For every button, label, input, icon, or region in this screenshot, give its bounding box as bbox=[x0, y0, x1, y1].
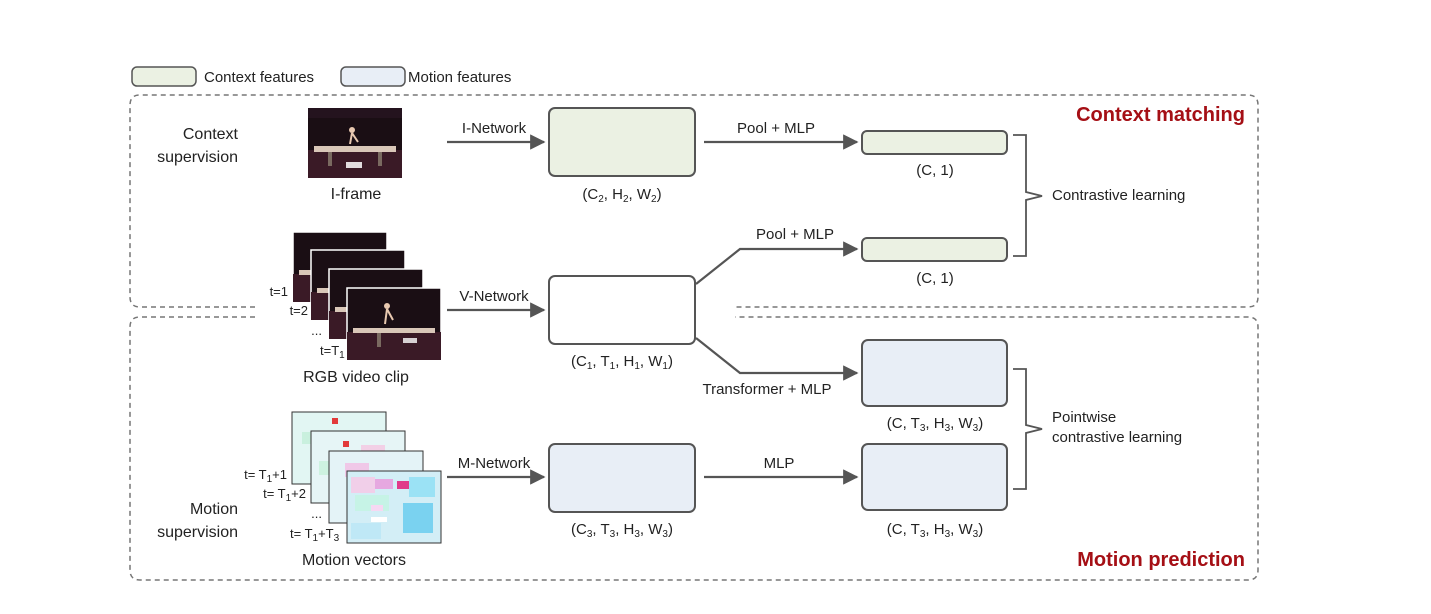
motion-prediction-dims: (C, T3, H3, W3) bbox=[887, 415, 983, 434]
context-matching-title: Context matching bbox=[1076, 104, 1245, 126]
rgb-video-clip-label: RGB video clip bbox=[303, 369, 409, 386]
i-network-label: I-Network bbox=[462, 120, 527, 137]
pool-mlp-mid-arrow bbox=[695, 241, 859, 285]
context-embedding-box-2 bbox=[861, 237, 1008, 262]
mv-t2-label: t= T1+2 bbox=[263, 486, 306, 504]
mv-t3-label: t= T1+T3 bbox=[290, 526, 340, 544]
legend-context-label: Context features bbox=[204, 69, 314, 86]
v-feature-dims: (C1, T1, H1, W1) bbox=[571, 353, 673, 372]
mv-t1-label: t= T1+1 bbox=[244, 467, 287, 485]
legend: Context features Motion features bbox=[131, 66, 511, 87]
m-network-label: M-Network bbox=[458, 455, 531, 472]
pointwise-brace bbox=[1013, 368, 1043, 490]
pool-mlp-top-label: Pool + MLP bbox=[737, 120, 815, 137]
rgb-t2-label: t=2 bbox=[290, 303, 308, 318]
contrastive-learning-label: Contrastive learning bbox=[1052, 187, 1185, 204]
m-feature-box bbox=[548, 443, 696, 513]
i-feature-dims: (C2, H2, W2) bbox=[582, 186, 661, 205]
v-network-label: V-Network bbox=[459, 288, 529, 305]
context-supervision-label-line2: supervision bbox=[157, 149, 238, 166]
rgb-t1-label: t=1 bbox=[270, 284, 288, 299]
motion-supervision-label-line1: Motion bbox=[190, 501, 238, 518]
context-embedding-box-1 bbox=[861, 130, 1008, 155]
rgb-tT1-label: t=T1 bbox=[320, 343, 345, 361]
transformer-mlp-label: Transformer + MLP bbox=[702, 381, 831, 398]
motion-prediction-title: Motion prediction bbox=[1077, 549, 1245, 571]
motion-target-dims: (C, T3, H3, W3) bbox=[887, 521, 983, 540]
transformer-mlp-arrow bbox=[695, 337, 859, 381]
motion-vectors-label: Motion vectors bbox=[302, 552, 406, 569]
mv-dots-label: ... bbox=[311, 506, 322, 521]
m-feature-dims: (C3, T3, H3, W3) bbox=[571, 521, 673, 540]
rgb-frame-4 bbox=[346, 287, 442, 361]
v-feature-box bbox=[548, 275, 696, 345]
legend-context-swatch bbox=[131, 66, 197, 87]
motion-vectors-stack bbox=[291, 411, 442, 544]
legend-motion-label: Motion features bbox=[408, 69, 511, 86]
mlp-label: MLP bbox=[764, 455, 795, 472]
context-embedding-dims-2: (C, 1) bbox=[916, 270, 954, 287]
legend-motion-swatch bbox=[340, 66, 406, 87]
pointwise-label-line1: Pointwise bbox=[1052, 409, 1116, 426]
context-embedding-dims-1: (C, 1) bbox=[916, 162, 954, 179]
context-supervision-label-line1: Context bbox=[183, 126, 239, 143]
pool-mlp-mid-label: Pool + MLP bbox=[756, 226, 834, 243]
motion-prediction-box bbox=[861, 339, 1008, 407]
rgb-dots-label: ... bbox=[311, 323, 322, 338]
i-feature-box bbox=[548, 107, 696, 177]
contrastive-brace bbox=[1013, 134, 1043, 257]
context-section-frame bbox=[129, 94, 1259, 308]
motion-supervision-label-line2: supervision bbox=[157, 524, 238, 541]
motion-target-box bbox=[861, 443, 1008, 511]
rgb-video-clip-stack bbox=[292, 231, 442, 361]
mv-frame-4 bbox=[346, 470, 442, 544]
pointwise-label-line2: contrastive learning bbox=[1052, 429, 1182, 446]
iframe-image bbox=[308, 108, 402, 178]
iframe-label: I-frame bbox=[331, 186, 382, 203]
